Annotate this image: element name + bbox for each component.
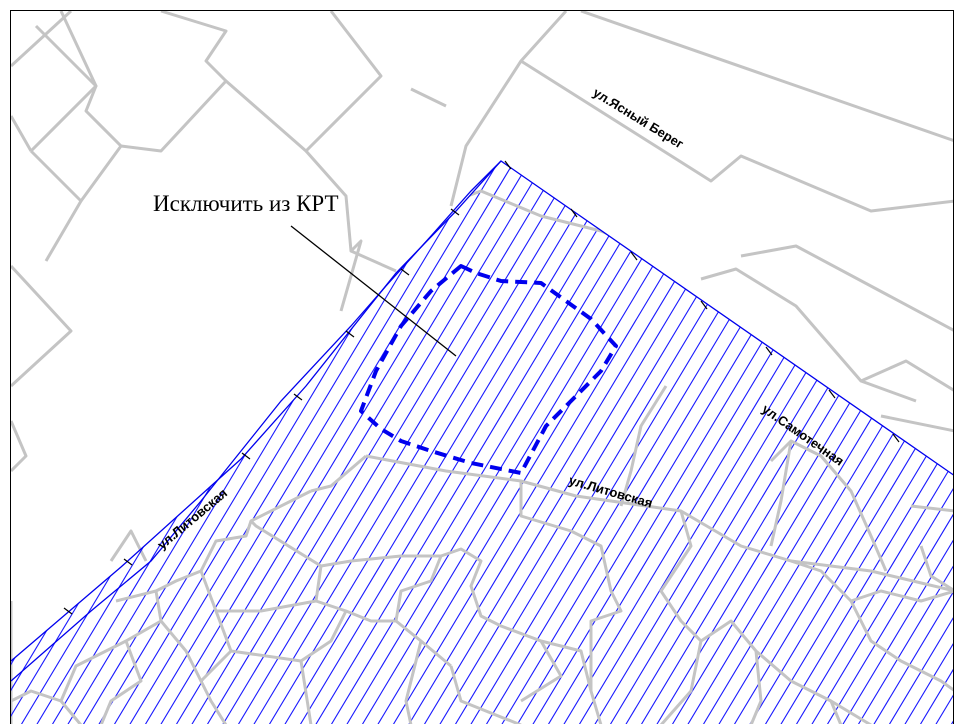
hatch-line (454, 161, 890, 724)
hatch-line (206, 161, 642, 724)
parcel-outlines-outer (11, 11, 953, 724)
hatch-line (485, 161, 921, 724)
hatch-line (470, 161, 906, 724)
hatch-line (842, 161, 953, 724)
street-label-yasny-bereg: ул.Ясный Берег (590, 85, 686, 152)
hatch-line (144, 161, 580, 724)
exclusion-area-outline[interactable] (359, 264, 618, 475)
hatch-line (11, 161, 394, 724)
hatch-line (129, 161, 565, 724)
hatch-line (609, 161, 953, 724)
hatch-line (268, 161, 704, 724)
hatch-line (11, 161, 208, 724)
street-label-litovskaya-center: ул.Литовская (567, 472, 654, 510)
hatch-line (361, 161, 797, 724)
hatch-line (284, 161, 720, 724)
hatch-line (826, 161, 953, 724)
hatch-line (857, 161, 953, 724)
hatch-line (749, 161, 953, 724)
hatch-line (904, 161, 953, 724)
hatch-line (392, 161, 828, 724)
annotation-text: Исключить из КРТ (153, 191, 339, 216)
hatch-line (408, 161, 844, 724)
hatch-line (501, 161, 937, 724)
hatch-line (113, 161, 549, 724)
annotation-leader-line (290, 225, 457, 357)
hatch-line (423, 161, 859, 724)
hatch-line (160, 161, 596, 724)
map-canvas[interactable]: Исключить из КРТ ул.Ясный Берег ул.Литов… (11, 11, 954, 724)
hatch-line (950, 161, 953, 724)
hatch-line (377, 161, 813, 724)
hatch-line (780, 161, 953, 724)
hatch-line (191, 161, 627, 724)
hatch-line (516, 161, 952, 724)
hatch-line (11, 161, 270, 724)
hatch-line (532, 161, 953, 724)
hatch-line (299, 161, 735, 724)
hatch-line (811, 161, 953, 724)
parcel-outlines-inner (11, 189, 953, 724)
hatch-line (330, 161, 766, 724)
hatch-line (11, 161, 332, 724)
hatch-line (873, 161, 953, 724)
hatch-line (795, 161, 953, 724)
hatch-line (11, 161, 69, 724)
hatch-line (563, 161, 953, 724)
boundary-tick-marks (63, 160, 900, 615)
hatch-line (547, 161, 953, 724)
hatch-line (346, 161, 782, 724)
hatch-line (11, 161, 84, 724)
hatch-line (888, 161, 953, 724)
hatch-line (237, 161, 673, 724)
hatch-line (439, 161, 875, 724)
krt-zone-boundary (11, 160, 953, 682)
map-frame: Исключить из КРТ ул.Ясный Берег ул.Литов… (10, 10, 954, 724)
hatch-line (11, 161, 239, 724)
hatch-line (671, 161, 953, 724)
hatch-line (919, 161, 953, 724)
hatch-line (11, 161, 301, 724)
hatch-line (764, 161, 953, 724)
hatch-line (733, 161, 953, 724)
hatch-line (315, 161, 751, 724)
hatch-line (175, 161, 611, 724)
